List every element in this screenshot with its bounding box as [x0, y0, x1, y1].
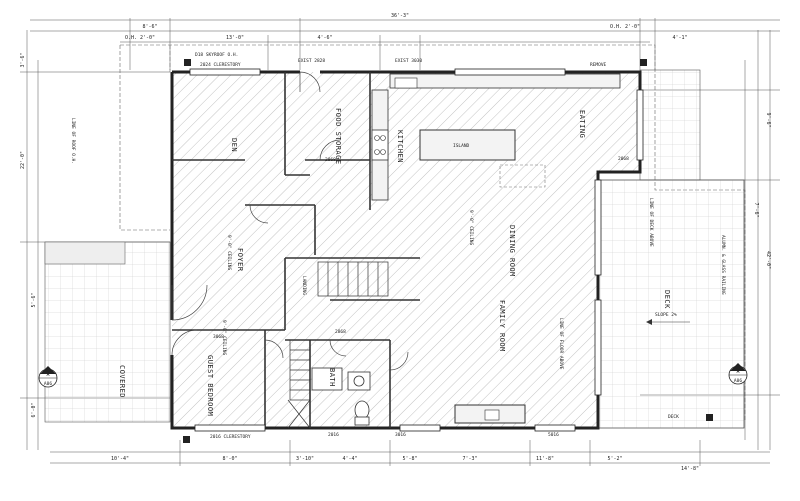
section-marker-left-sheet: A06: [44, 381, 52, 387]
door-tag-2: 2868: [335, 329, 346, 335]
note-remove: REMOVE: [590, 62, 607, 68]
section-marker-right-sheet: A06: [734, 378, 742, 384]
dim-bot-2: 8'-0": [222, 456, 237, 462]
room-label-covered: COVERED: [118, 365, 126, 398]
door-swings: [171, 71, 409, 371]
dim-top-2: 13'-0": [226, 35, 244, 41]
windows: [189, 68, 644, 432]
room-label-guest-bedroom: GUEST BEDROOM: [206, 355, 214, 416]
kitchen-island: [419, 129, 516, 161]
dim-bot-9: 14'-8": [681, 466, 699, 472]
note-deck-small: DECK: [668, 414, 679, 420]
section-marker-right: [728, 363, 748, 385]
note-exist-1: EXIST 2828: [298, 58, 325, 64]
upper-deck-area: [639, 69, 701, 181]
door-tag-4: 2068: [618, 156, 629, 162]
dimension-lines: [20, 18, 780, 466]
room-label-eating: EATING: [578, 110, 586, 138]
dim-overall-top: 36'-3": [391, 13, 409, 19]
dim-left-3: 5'-6": [31, 292, 37, 307]
dim-top-1: 8'-6": [142, 24, 157, 30]
room-label-den: DEN: [230, 138, 238, 152]
note-line-roof: LINE OF ROOF O.H.: [70, 118, 76, 164]
note-clerestory-top: 2024 CLERESTORY: [200, 62, 241, 68]
note-ceiling-foyer: 9'-0" CEILING: [226, 235, 232, 271]
note-exist-2: EXIST 3030: [395, 58, 422, 64]
section-marker-right-letter: A: [736, 369, 739, 375]
island-label: ISLAND: [453, 143, 470, 149]
dim-left-2: 22'-0": [20, 151, 26, 169]
kitchen-sink: [394, 77, 418, 89]
deck-area: [597, 179, 745, 429]
room-label-food-storage: FOOD STORAGE: [334, 108, 342, 165]
dining-table: [499, 164, 546, 188]
dim-bot-8: 5'-2": [607, 456, 622, 462]
dim-bot-6: 7'-3": [462, 456, 477, 462]
porch-planter: [44, 241, 126, 265]
dim-top-3: 4'-6": [317, 35, 332, 41]
note-line-deck: LINE OF DECK ABOVE: [648, 198, 654, 247]
room-label-foyer: FOYER: [236, 248, 244, 272]
dim-bot-7: 11'-8": [536, 456, 554, 462]
note-ceiling-guest: 9'-0" CEILING: [221, 320, 227, 356]
columns: [183, 59, 713, 443]
dim-bot-3: 3'-10": [296, 456, 314, 462]
room-label-kitchen: KITCHEN: [396, 130, 404, 163]
room-label-dining: DINING ROOM: [508, 225, 516, 277]
room-label-bath: BATH: [328, 368, 336, 387]
section-marker-left-letter: A: [46, 372, 49, 378]
dim-right-2: 7'-6": [753, 202, 759, 217]
room-label-family: FAMILY ROOM: [498, 300, 506, 352]
note-skyroof: D18 SKYROOF O.H.: [195, 52, 238, 58]
note-line-floor: LINE OF FLOOR ABOVE: [558, 318, 564, 370]
dim-oh-left: O.H. 2'-0": [125, 35, 155, 41]
dim-left-1: 3'-6": [20, 52, 26, 67]
kitchen-counter: [389, 73, 621, 89]
dim-bot-1: 10'-4": [111, 456, 129, 462]
window-tag-2: 2016: [328, 432, 339, 438]
door-tag-3: 3068: [213, 334, 224, 340]
dim-right-3: 42'-0": [765, 251, 771, 269]
bath-fixtures: [311, 367, 371, 426]
dim-top-4: 4'-1": [672, 35, 687, 41]
stairs: [287, 261, 389, 429]
dim-left-4: 6'-0": [31, 402, 37, 417]
room-label-deck: DECK: [663, 290, 671, 309]
dim-bot-5: 5'-8": [402, 456, 417, 462]
note-railing: ALUMN. & GLASS RAILING: [720, 235, 726, 295]
window-tag-3: 5016: [548, 432, 559, 438]
dim-right-1: 9'-6": [765, 112, 771, 127]
window-tag-1: 3016: [395, 432, 406, 438]
note-slope: SLOPE 2%: [655, 312, 677, 318]
range: [371, 129, 389, 161]
interior-hatch: [172, 72, 640, 428]
note-ceiling-dining: 9'-0" CEILING: [468, 210, 474, 246]
section-marker-left: [38, 366, 58, 388]
note-clerestory-bottom: 2016 CLERESTORY: [210, 434, 251, 440]
room-label-landing: LANDING: [301, 276, 307, 295]
covered-porch: [44, 241, 171, 423]
dim-bot-4: 4'-4": [342, 456, 357, 462]
door-tag-1: 2868: [325, 157, 336, 163]
dim-oh-right: O.H. 2'-0": [610, 24, 640, 30]
